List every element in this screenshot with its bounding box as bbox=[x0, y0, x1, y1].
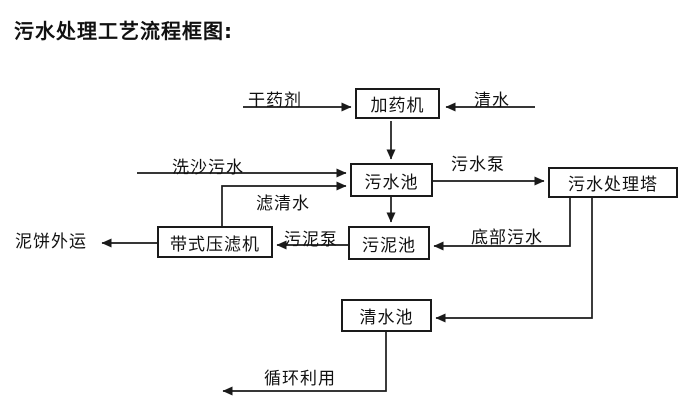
page-title: 污水处理工艺流程框图: bbox=[14, 19, 233, 43]
label-sewage-pump: 污水泵 bbox=[451, 155, 505, 175]
label-clean-water-in: 清水 bbox=[474, 91, 510, 111]
label-sand-washing-sewage: 洗沙污水 bbox=[172, 158, 244, 178]
recycle-use-arrow bbox=[222, 332, 387, 396]
node-belt-filter-press: 带式压滤机 bbox=[157, 226, 273, 258]
label-filtered-water: 滤清水 bbox=[256, 194, 310, 214]
bottom-sewage-arrow bbox=[433, 198, 571, 251]
label-sludge-pump: 污泥泵 bbox=[284, 230, 338, 250]
node-sewage-pool: 污水池 bbox=[350, 163, 433, 197]
node-sewage-treatment-tower: 污水处理塔 bbox=[548, 167, 678, 198]
label-bottom-sewage: 底部污水 bbox=[471, 228, 543, 248]
node-dosing-machine: 加药机 bbox=[355, 88, 440, 119]
filtered-water-arrow bbox=[221, 181, 347, 226]
tower-to-clean-pool-arrow bbox=[435, 198, 593, 323]
label-mud-cake-out: 泥饼外运 bbox=[15, 232, 87, 252]
label-dry-agent: 干药剂 bbox=[248, 91, 302, 111]
node-sludge-pool: 污泥池 bbox=[348, 226, 430, 260]
label-recycle-use: 循环利用 bbox=[264, 369, 336, 389]
node-clean-water-pool: 清水池 bbox=[341, 299, 432, 332]
